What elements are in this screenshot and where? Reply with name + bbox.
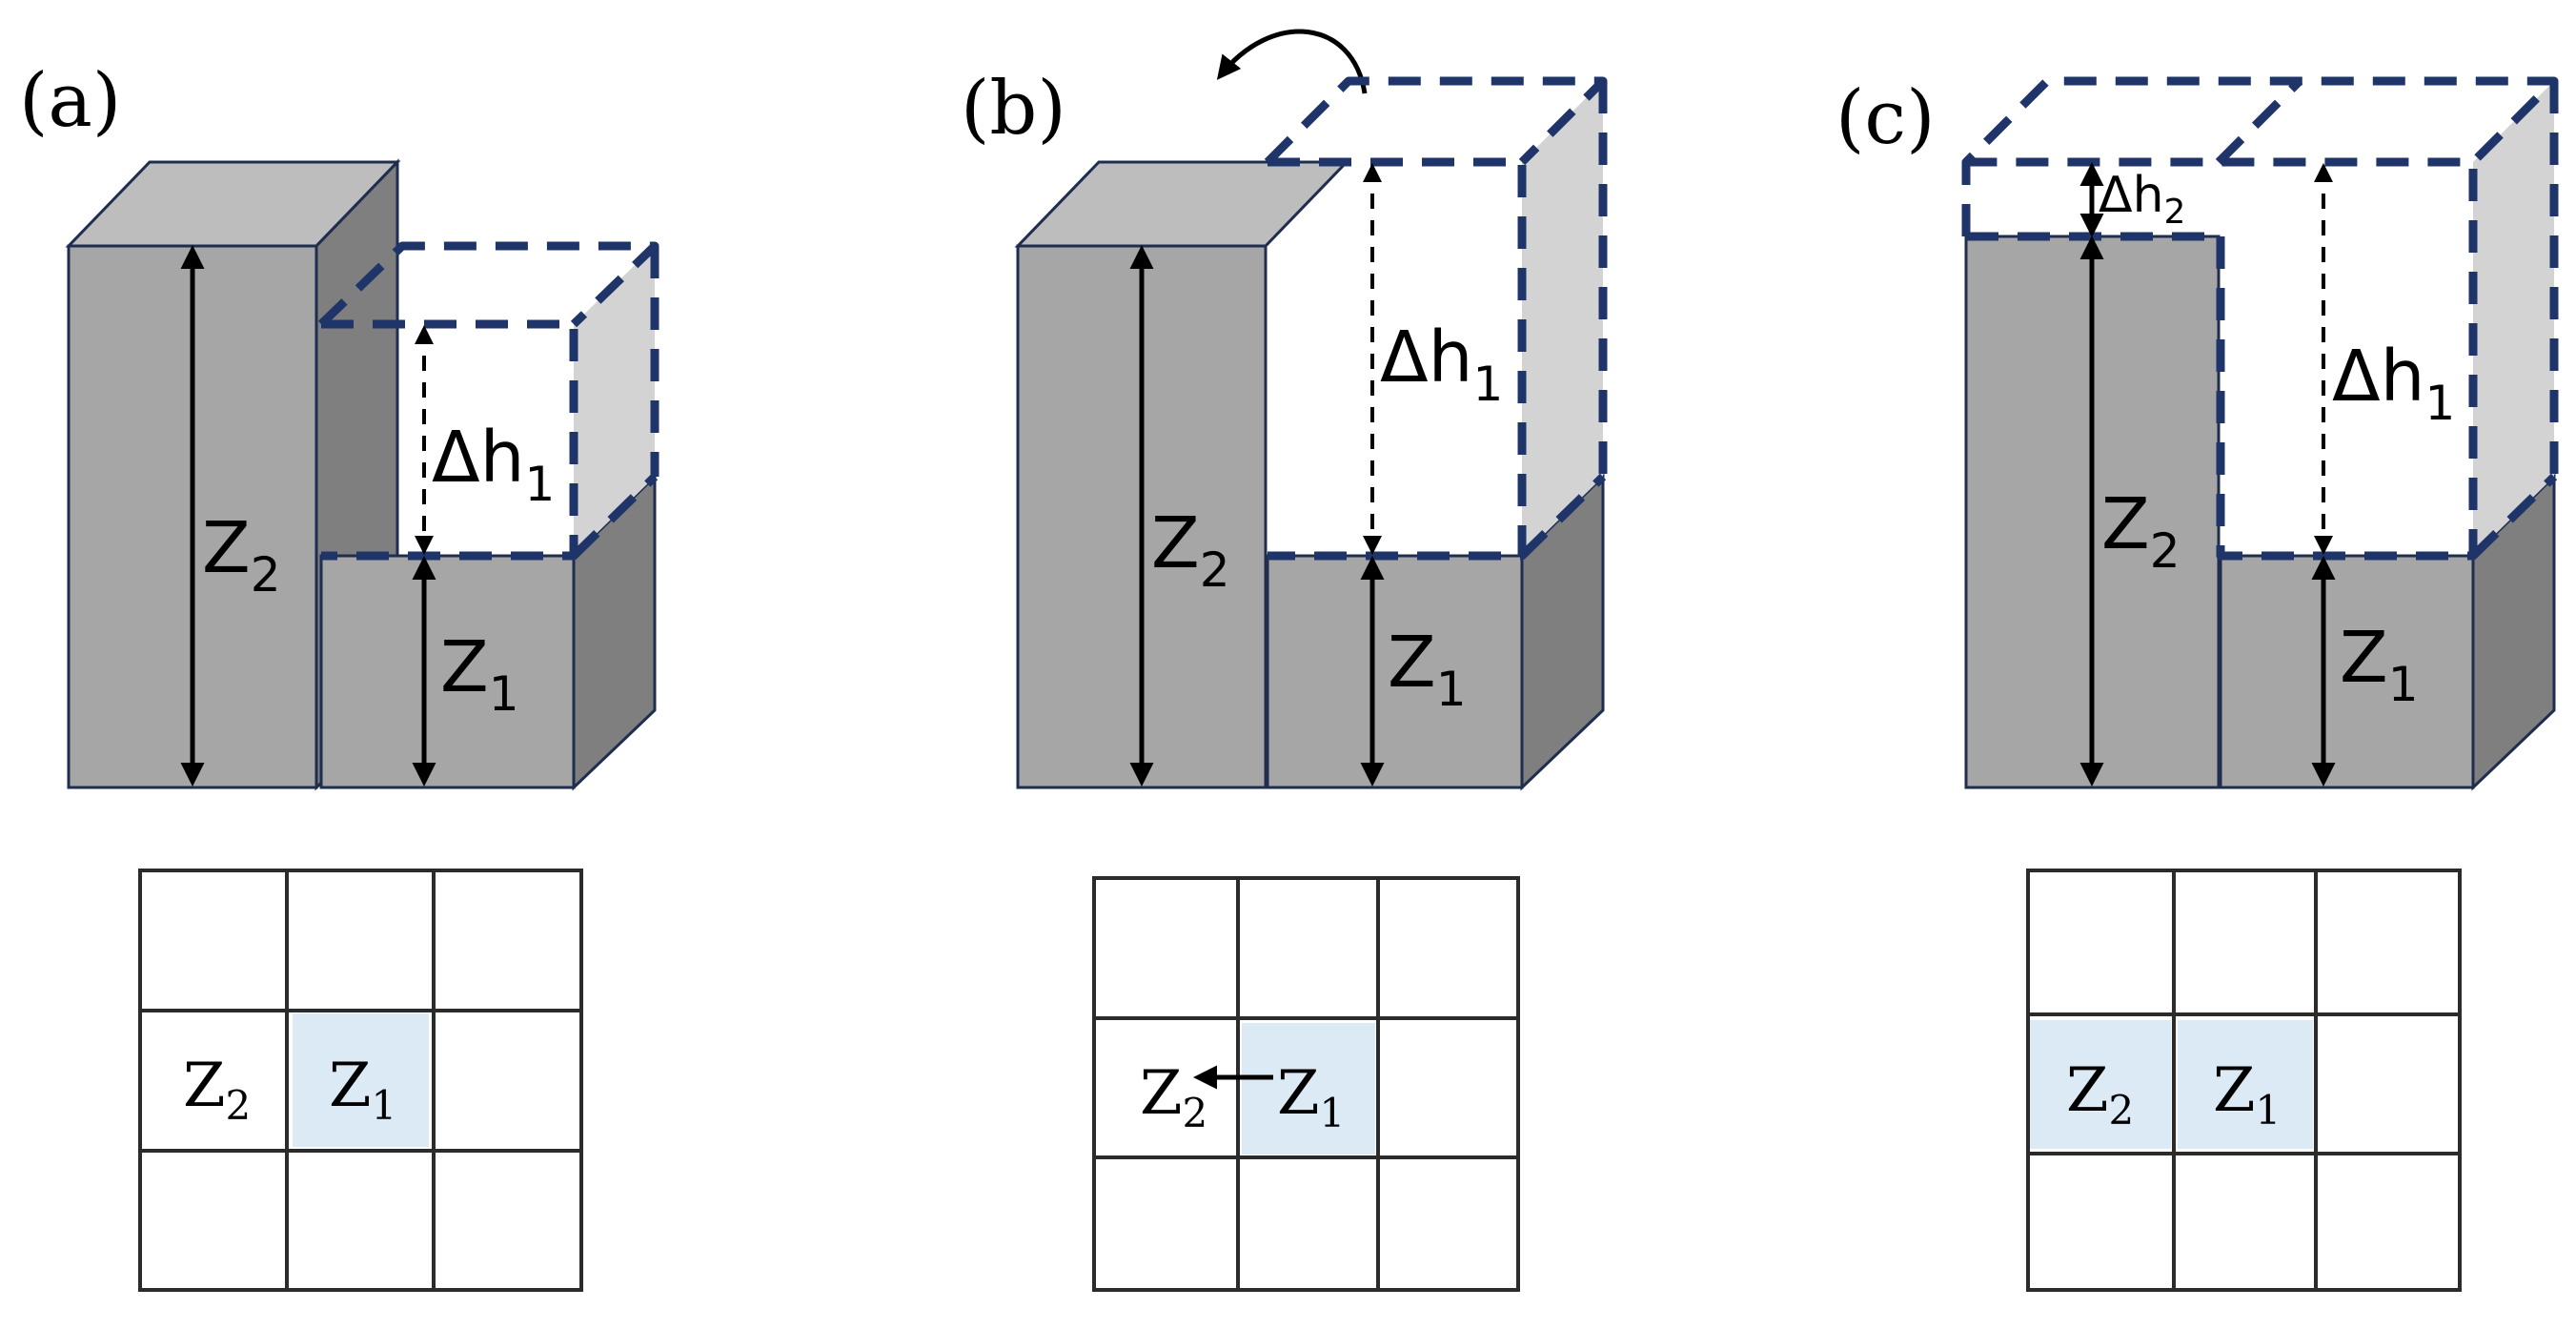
z2-label: Z2 bbox=[2101, 483, 2180, 579]
dh1-label: Δh1 bbox=[2332, 336, 2455, 431]
short-block-front bbox=[2219, 554, 2475, 789]
grid-cell-center-highlight bbox=[293, 1013, 429, 1147]
ghost-volume-c bbox=[1961, 76, 2559, 561]
ghost-bottom-edge bbox=[1518, 473, 1607, 560]
panel-b-label: (b) bbox=[961, 66, 1066, 152]
ghost-top-outline bbox=[317, 241, 659, 328]
grid-center-label: Z1 bbox=[329, 1051, 396, 1129]
ghost-bottom-edge bbox=[570, 473, 659, 560]
grid-center-label: Z1 bbox=[1277, 1058, 1345, 1136]
ghost-volume-a bbox=[317, 241, 659, 561]
dh1-label: Δh1 bbox=[432, 417, 555, 512]
ghost-bottom-edge bbox=[2469, 473, 2558, 560]
grid-left-label: Z2 bbox=[183, 1051, 251, 1129]
ghost-front-outline bbox=[1268, 157, 1527, 561]
grid-border bbox=[1092, 876, 1520, 1292]
grid-center-label: Z1 bbox=[2213, 1055, 2281, 1134]
ghost-divider-edge bbox=[2215, 77, 2303, 166]
grid-left-label: Z2 bbox=[1140, 1058, 1207, 1136]
ghost-front-outline bbox=[321, 319, 578, 561]
grid-cell-left-highlight bbox=[2028, 1020, 2171, 1149]
short-block-b bbox=[1266, 473, 1605, 791]
dh1-label: Δh1 bbox=[1380, 317, 1503, 412]
tall-block-top bbox=[1014, 160, 1350, 248]
ghost-top-outline bbox=[1961, 76, 2559, 236]
panel-a: (a) Z2 Z1 Δh1 bbox=[19, 58, 659, 1292]
grid-b: Z2 Z1 bbox=[1092, 876, 1520, 1292]
ghost-side-face bbox=[574, 246, 655, 556]
grid-a: Z2 Z1 bbox=[138, 869, 583, 1292]
short-block-a bbox=[319, 473, 657, 791]
dh2-label: Δh2 bbox=[2099, 167, 2185, 232]
grid-c: Z2 Z1 bbox=[2026, 869, 2462, 1292]
grid-cell-center-highlight bbox=[2178, 1020, 2313, 1149]
ghost-side-face bbox=[2473, 81, 2554, 556]
z1-label: Z1 bbox=[1388, 622, 1467, 717]
short-block-front bbox=[319, 554, 576, 789]
z2-label: Z2 bbox=[202, 507, 281, 603]
z1-label: Z1 bbox=[440, 626, 519, 722]
z1-label: Z1 bbox=[2340, 617, 2419, 712]
panel-a-label: (a) bbox=[19, 58, 121, 144]
ghost-volume-b bbox=[1264, 76, 1608, 561]
grid-cell-center-highlight bbox=[1242, 1023, 1375, 1155]
z2-label: Z2 bbox=[1151, 502, 1230, 598]
ghost-side-face bbox=[1522, 81, 1603, 556]
grid-left-label: Z2 bbox=[2066, 1055, 2134, 1134]
rotation-arrow-icon bbox=[1216, 29, 1368, 94]
grid-border bbox=[2026, 869, 2462, 1292]
panel-b: (b) Z2 Z1 Δh1 bbox=[961, 29, 1608, 1292]
ghost-top-outline bbox=[1264, 76, 1608, 166]
panel-c-label: (c) bbox=[1836, 75, 1936, 161]
short-block-c bbox=[2219, 473, 2556, 791]
ghost-front-outline bbox=[2216, 162, 2478, 561]
panel-c: (c) Z2 Z1 Δh1 Δh2 bbox=[1836, 75, 2559, 1292]
grid-border bbox=[138, 869, 583, 1292]
